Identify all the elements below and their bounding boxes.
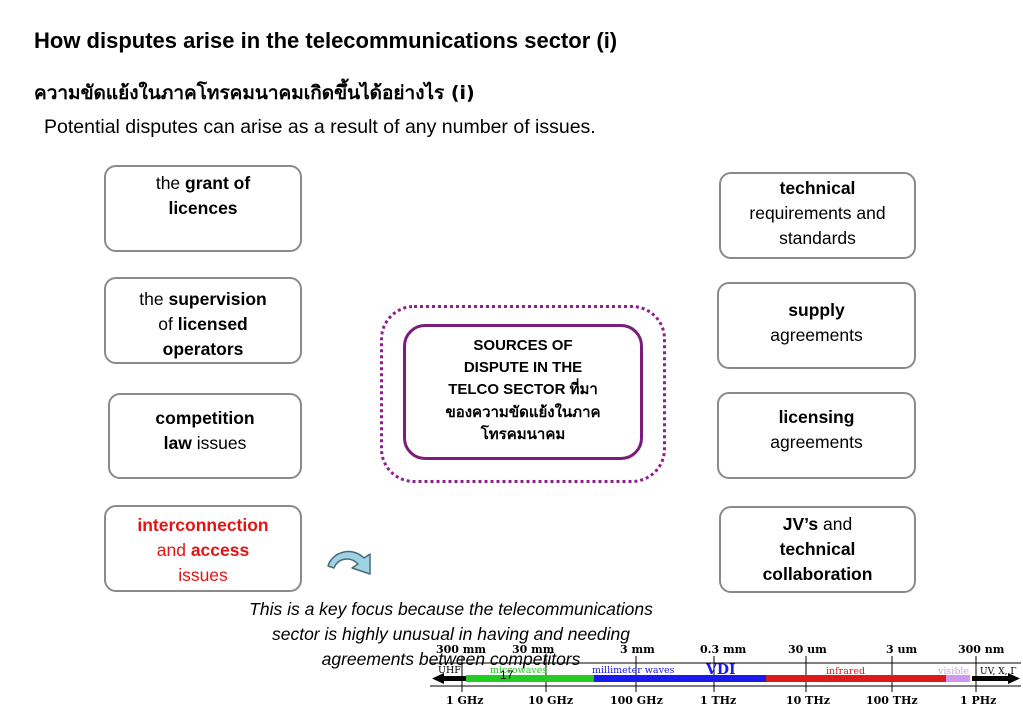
supply-agreements-box: supply agreements	[717, 282, 916, 369]
box-text-bold: technical	[779, 539, 856, 559]
box-line: supply	[719, 298, 914, 323]
box-line: licences	[106, 196, 300, 221]
note-line: agreements between competitors	[321, 649, 581, 669]
frequency-label: 1 PHz	[960, 694, 996, 707]
box-text: of	[158, 314, 178, 334]
box-text: issues	[178, 565, 228, 585]
box-text: and	[156, 540, 191, 560]
frequency-label: 1 GHz	[446, 694, 484, 707]
visible-band	[946, 675, 970, 682]
em-spectrum-graphic: 300 mm 30 mm 3 mm 0.3 mm 30 um 3 um 300 …	[430, 643, 1021, 707]
wavelength-label: 0.3 mm	[700, 643, 747, 656]
licensing-agreements-box: licensing agreements	[717, 392, 916, 479]
supervision-box: the supervision of licensed operators	[104, 277, 302, 364]
frequency-label: 10 GHz	[528, 694, 573, 707]
box-line: technical	[721, 537, 914, 562]
box-text-bold: operators	[162, 339, 244, 359]
box-text-bold: access	[190, 540, 250, 560]
wavelength-label: 300 mm	[436, 643, 486, 656]
note-line: This is a key focus because the telecomm…	[249, 599, 653, 619]
center-line: โทรคมนาคม	[480, 425, 566, 443]
microwaves-band	[466, 675, 594, 682]
center-line: SOURCES OF	[473, 337, 573, 354]
box-line: operators	[106, 337, 300, 362]
jv-technical-collaboration-box: JV’s and technical collaboration	[719, 506, 916, 593]
millimeter-band	[594, 675, 766, 682]
frequency-label: 1 THz	[700, 694, 736, 707]
curved-arrow-icon	[327, 550, 371, 575]
sources-of-dispute-box: SOURCES OF DISPUTE IN THE TELCO SECTOR ท…	[403, 324, 643, 460]
box-text-bold: licensed	[177, 314, 248, 334]
box-text-bold: interconnection	[137, 515, 269, 535]
box-line: technical	[721, 176, 914, 201]
box-text-bold: supply	[788, 300, 845, 320]
box-text-bold: grant of	[185, 173, 251, 193]
frequency-label: 10 THz	[786, 694, 830, 707]
box-line: agreements	[770, 432, 863, 452]
center-line: ของความขัดแย้งในภาค	[445, 403, 601, 421]
frequency-label: 100 GHz	[610, 694, 663, 707]
band-label-uhf: UHF	[438, 665, 461, 676]
wavelength-label: 30 um	[788, 643, 827, 656]
box-line: standards	[779, 228, 856, 248]
competition-law-box: competition law issues	[108, 393, 302, 479]
box-text-bold: competition	[155, 408, 255, 428]
thai-subtitle: ความขัดแย้งในภาคโทรคมนาคมเกิดขึ้นได้อย่า…	[34, 82, 475, 104]
box-line: of licensed	[106, 312, 300, 337]
box-line: interconnection	[106, 513, 300, 538]
box-text: issues	[191, 433, 247, 453]
grant-of-licences-box: the grant of licences	[104, 165, 302, 252]
center-line: DISPUTE IN THE	[463, 359, 583, 376]
box-line: issues	[106, 563, 300, 588]
band-label-uv: UV, X, Γ	[980, 667, 1017, 677]
box-text: the	[139, 289, 169, 309]
page-title: How disputes arise in the telecommunicat…	[34, 28, 618, 53]
box-line: competition	[110, 406, 300, 431]
box-text-bold: JV’s	[782, 514, 819, 534]
box-text-bold: licensing	[778, 407, 855, 427]
frequency-label: 100 THz	[866, 694, 918, 707]
intro-text: Potential disputes can arise as a result…	[44, 116, 596, 138]
page-number: 17	[500, 668, 514, 682]
note-line: sector is highly unusual in having and n…	[271, 624, 631, 644]
band-label-vdi: VDI	[705, 662, 736, 678]
center-line: TELCO SECTOR ที่มา	[448, 381, 598, 398]
band-label-millimeter: millimeter waves	[592, 665, 675, 676]
box-line: law issues	[110, 431, 300, 456]
box-text: and	[818, 514, 853, 534]
wavelength-label: 30 mm	[512, 643, 555, 656]
box-line: the supervision	[106, 287, 300, 312]
box-text: the	[155, 173, 186, 193]
box-text-bold: law	[163, 433, 192, 453]
infrared-band	[766, 675, 946, 682]
box-text-bold: licences	[168, 198, 238, 218]
band-label-infrared: infrared	[826, 666, 865, 677]
wavelength-label: 3 um	[886, 643, 917, 656]
center-dotted-frame	[380, 305, 666, 483]
box-text-bold: supervision	[168, 289, 267, 309]
box-line: licensing	[719, 405, 914, 430]
wavelength-label: 300 nm	[958, 643, 1005, 656]
box-text-bold: collaboration	[762, 564, 873, 584]
box-line: and access	[106, 538, 300, 563]
technical-requirements-box: technical requirements and standards	[719, 172, 916, 259]
box-line: collaboration	[721, 562, 914, 587]
box-line: requirements and	[749, 203, 886, 223]
band-label-microwaves: microwaves	[490, 665, 547, 676]
band-label-visible: visible	[937, 666, 969, 677]
wavelength-label: 3 mm	[620, 643, 655, 656]
box-line: the grant of	[106, 171, 300, 196]
key-focus-note: This is a key focus because the telecomm…	[196, 597, 706, 672]
interconnection-box: interconnection and access issues	[104, 505, 302, 592]
box-line: JV’s and	[721, 512, 914, 537]
box-text-bold: technical	[779, 178, 856, 198]
box-line: agreements	[770, 325, 863, 345]
